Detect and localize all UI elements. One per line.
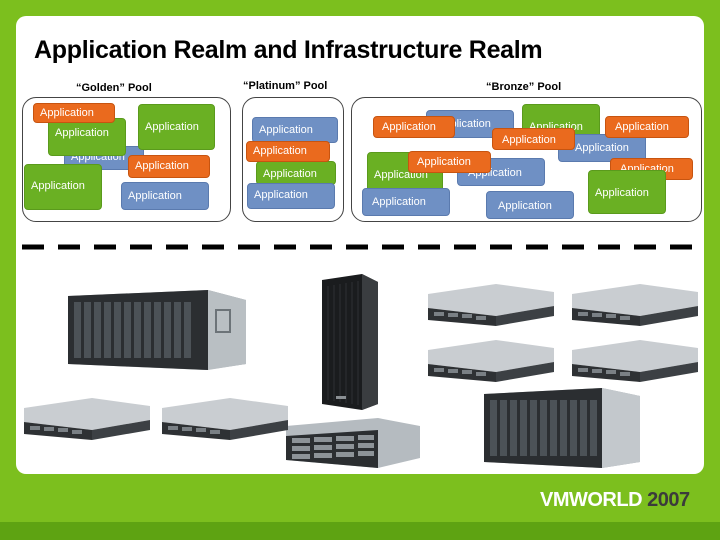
application-box: Application bbox=[33, 103, 115, 123]
vmworld-logo: VMWORLD 2007 bbox=[540, 489, 690, 512]
rack-server-icon bbox=[162, 398, 288, 440]
application-box: Application bbox=[252, 117, 338, 143]
footer-stripe bbox=[0, 522, 720, 540]
rack-server-icon bbox=[24, 398, 150, 440]
logo-text: VMWORLD bbox=[540, 489, 643, 511]
application-box: Application bbox=[486, 191, 574, 219]
application-box: Application bbox=[128, 155, 210, 178]
bronze-pool-label: “Bronze” Pool bbox=[486, 81, 562, 93]
disk-array-icon bbox=[286, 418, 420, 468]
application-box: Application bbox=[138, 104, 215, 150]
rack-server-icon bbox=[572, 340, 698, 382]
application-box: Application bbox=[247, 183, 335, 209]
application-box: Application bbox=[408, 151, 491, 173]
blade-chassis-icon bbox=[68, 290, 246, 370]
rack-server-icon bbox=[428, 284, 554, 326]
application-box: Application bbox=[24, 164, 102, 210]
application-box: Application bbox=[48, 118, 126, 156]
platinum-pool-label: “Platinum” Pool bbox=[243, 80, 328, 92]
application-box: Application bbox=[492, 128, 575, 150]
application-box: Application bbox=[362, 188, 450, 216]
slide-title: Application Realm and Infrastructure Rea… bbox=[34, 36, 543, 64]
logo-year: 2007 bbox=[647, 489, 690, 511]
application-box: Application bbox=[256, 161, 336, 185]
application-box: Application bbox=[588, 170, 666, 214]
application-box: Application bbox=[246, 141, 330, 162]
blade-chassis-icon bbox=[484, 388, 640, 468]
storage-rack-icon bbox=[322, 274, 378, 410]
application-box: Application bbox=[121, 182, 209, 210]
rack-server-icon bbox=[428, 340, 554, 382]
application-box: Application bbox=[605, 116, 689, 138]
golden-pool-label: “Golden” Pool bbox=[76, 82, 152, 94]
application-box: Application bbox=[373, 116, 455, 138]
rack-server-icon bbox=[572, 284, 698, 326]
realm-divider bbox=[22, 244, 702, 250]
